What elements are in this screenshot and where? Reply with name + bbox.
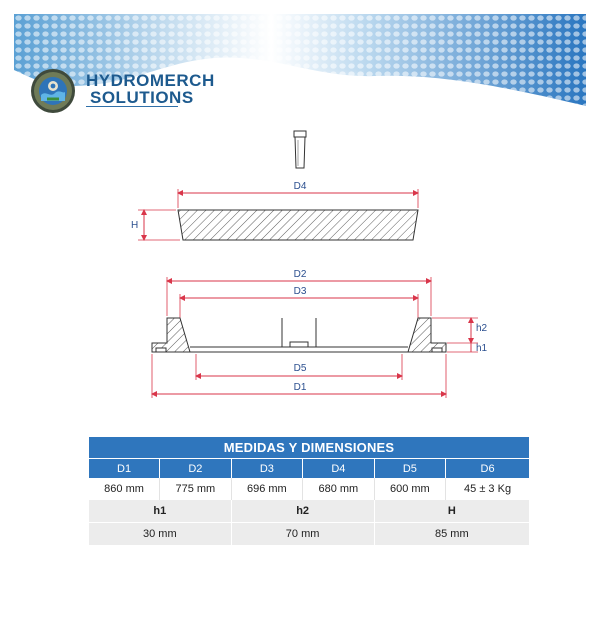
table-cell: 85 mm <box>373 522 529 545</box>
dim-label-h1: h1 <box>476 343 488 354</box>
table-title: MEDIDAS Y DIMENSIONES <box>89 437 529 459</box>
brand-name: HYDROMERCH SOLUTIONS <box>86 72 215 106</box>
dim-label-h: H <box>131 220 138 231</box>
column-header: H <box>373 500 529 523</box>
brand-line-1: HYDROMERCH <box>86 71 215 90</box>
table-cell: 45 ± 3 Kg <box>445 478 529 500</box>
dim-label-d3: D3 <box>294 286 307 297</box>
column-header: D3 <box>230 458 303 478</box>
manhole-cover <box>177 209 419 241</box>
column-header: D1 <box>89 458 160 478</box>
dim-label-d4: D4 <box>294 181 307 192</box>
lifting-key <box>293 130 307 169</box>
dim-label-d2: D2 <box>294 269 307 280</box>
dim-label-d5: D5 <box>294 363 307 374</box>
dim-label-d1: D1 <box>294 382 307 393</box>
column-header: h2 <box>230 500 375 523</box>
table-cell: 680 mm <box>302 478 375 500</box>
column-header: D2 <box>159 458 232 478</box>
column-header: D5 <box>373 458 446 478</box>
header-banner <box>14 14 586 106</box>
dim-label-h2: h2 <box>476 323 488 334</box>
manhole-frame <box>151 317 447 353</box>
dimensions-table: MEDIDAS Y DIMENSIONES D1 D2 D3 D4 D5 D6 … <box>89 437 529 545</box>
table-cell: 70 mm <box>230 522 375 545</box>
table-cell: 775 mm <box>159 478 232 500</box>
table-cell: 696 mm <box>230 478 303 500</box>
table-cell: 860 mm <box>89 478 160 500</box>
hydromerch-logo-icon <box>31 69 75 113</box>
column-header: h1 <box>89 500 232 523</box>
column-header: D4 <box>302 458 375 478</box>
brand-line-2: SOLUTIONS <box>90 88 194 107</box>
brand-underline <box>86 106 178 107</box>
table-cell: 30 mm <box>89 522 232 545</box>
column-header: D6 <box>445 458 529 478</box>
table-cell: 600 mm <box>373 478 446 500</box>
technical-drawing: D4 H D2 D3 h2 h1 D5 D1 <box>131 130 488 398</box>
